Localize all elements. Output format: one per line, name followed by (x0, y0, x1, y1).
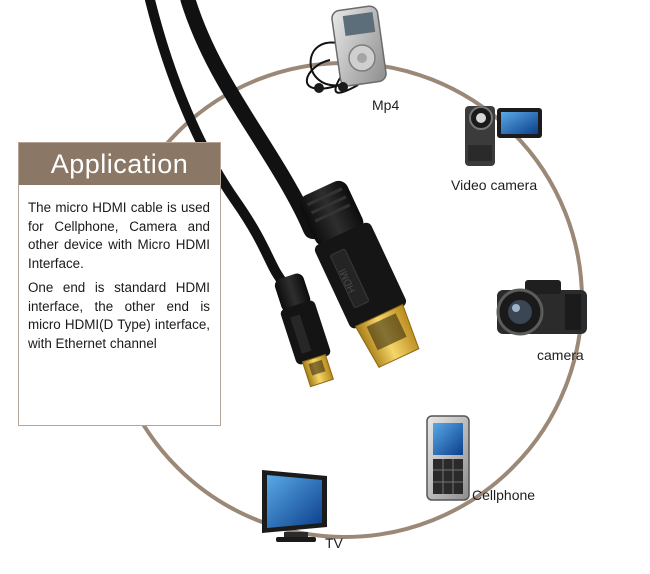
tv-label: TV (325, 535, 343, 551)
tv-icon (262, 470, 327, 542)
micro-hdmi-plug (274, 273, 334, 388)
application-description: The micro HDMI cable is used for Cellpho… (19, 185, 220, 353)
application-panel: Application The micro HDMI cable is used… (18, 142, 221, 426)
video-camera-label: Video camera (451, 177, 538, 193)
application-paragraph-2: One end is standard HDMI interface, the … (28, 280, 210, 351)
mp4-label: Mp4 (372, 97, 400, 113)
mp4-player-icon (305, 5, 387, 94)
application-title: Application (19, 143, 220, 185)
camera-icon (496, 280, 587, 336)
video-camera-icon (465, 106, 542, 166)
hdmi-plug: HDMI (299, 180, 420, 368)
cellphone-icon (426, 415, 470, 501)
application-paragraph-1: The micro HDMI cable is used for Cellpho… (28, 200, 210, 271)
cellphone-label: Cellphone (472, 487, 536, 503)
camera-label: camera (537, 347, 584, 363)
